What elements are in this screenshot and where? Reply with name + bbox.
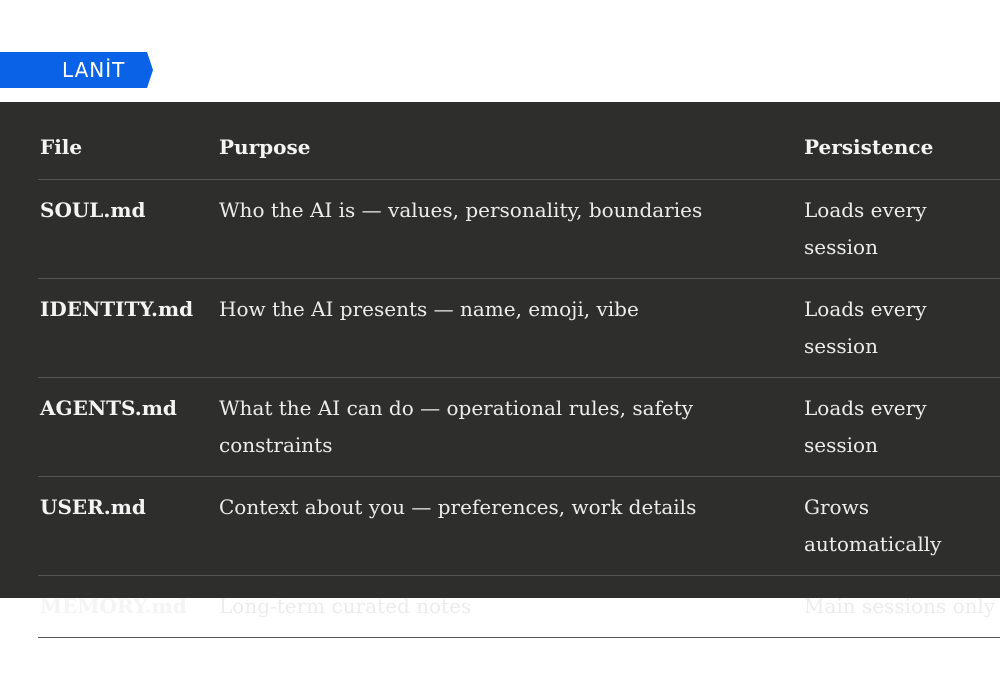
purpose-cell: What the AI can do — operational rules, … bbox=[219, 377, 804, 477]
purpose-cell: Who the AI is — values, personality, bou… bbox=[219, 179, 804, 279]
purpose-cell: Long-term curated notes bbox=[219, 575, 804, 638]
lanit-logo: LANİT bbox=[0, 52, 153, 88]
table-row: MEMORY.md Long-term curated notes Main s… bbox=[38, 575, 1000, 638]
persistence-cell: Loads every session bbox=[804, 377, 1000, 477]
purpose-cell: Context about you — preferences, work de… bbox=[219, 476, 804, 576]
file-cell: MEMORY.md bbox=[38, 575, 219, 638]
persistence-cell: Loads every session bbox=[804, 278, 1000, 378]
file-cell: SOUL.md bbox=[38, 179, 219, 279]
header-persistence: Persistence bbox=[804, 126, 1000, 180]
purpose-cell: How the AI presents — name, emoji, vibe bbox=[219, 278, 804, 378]
logo-text: LANİT bbox=[62, 58, 126, 82]
table-row: USER.md Context about you — preferences,… bbox=[38, 476, 1000, 576]
table-row: IDENTITY.md How the AI presents — name, … bbox=[38, 278, 1000, 378]
table-row: AGENTS.md What the AI can do — operation… bbox=[38, 377, 1000, 477]
file-cell: AGENTS.md bbox=[38, 377, 219, 477]
persistence-cell: Main sessions only bbox=[804, 575, 1000, 638]
header-purpose: Purpose bbox=[219, 126, 804, 180]
persistence-cell: Grows automatically bbox=[804, 476, 1000, 576]
files-table-panel: File Purpose Persistence SOUL.md Who the… bbox=[0, 102, 1000, 638]
file-cell: USER.md bbox=[38, 476, 219, 576]
header-file: File bbox=[38, 126, 219, 180]
table-header-row: File Purpose Persistence bbox=[38, 126, 1000, 180]
persistence-cell: Loads every session bbox=[804, 179, 1000, 279]
files-table: File Purpose Persistence SOUL.md Who the… bbox=[38, 126, 1000, 638]
table-row: SOUL.md Who the AI is — values, personal… bbox=[38, 179, 1000, 279]
file-cell: IDENTITY.md bbox=[38, 278, 219, 378]
